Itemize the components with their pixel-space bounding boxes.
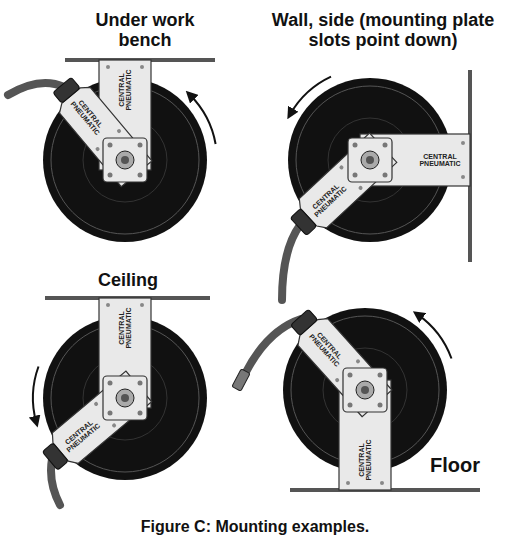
mount-label: Floor [423, 454, 487, 477]
reel-hub [343, 368, 387, 412]
mount-label: Under work bench [80, 10, 210, 51]
hose [282, 225, 300, 300]
guide-arm [47, 72, 152, 187]
reel-hub [103, 138, 147, 182]
mount-label: Ceiling [68, 270, 188, 291]
wall-mount [282, 70, 470, 300]
rotation-arrow [33, 367, 39, 422]
guide-arm [285, 133, 397, 241]
brand-mark: CENTRAL PNEUMATIC [118, 303, 132, 353]
guide-arm [285, 304, 392, 417]
brand-mark: CENTRAL PNEUMATIC [415, 153, 465, 167]
brand-mark: CENTRAL PNEUMATIC [358, 435, 372, 485]
rotation-arrow [290, 77, 331, 114]
brand-mark: CENTRAL PNEUMATIC [118, 65, 132, 115]
hose-nozzle [232, 369, 250, 391]
reel-hub [348, 138, 392, 182]
guide-arm [37, 371, 152, 476]
mount-label: Wall, side (mounting plate slots point d… [258, 10, 508, 51]
ceiling-mount [33, 298, 210, 505]
reel-hub [103, 376, 147, 420]
rotation-arrow [190, 95, 216, 144]
rotation-arrow [418, 315, 452, 359]
bench-mount [8, 60, 216, 242]
figure-caption: Figure C: Mounting examples. [45, 517, 465, 536]
